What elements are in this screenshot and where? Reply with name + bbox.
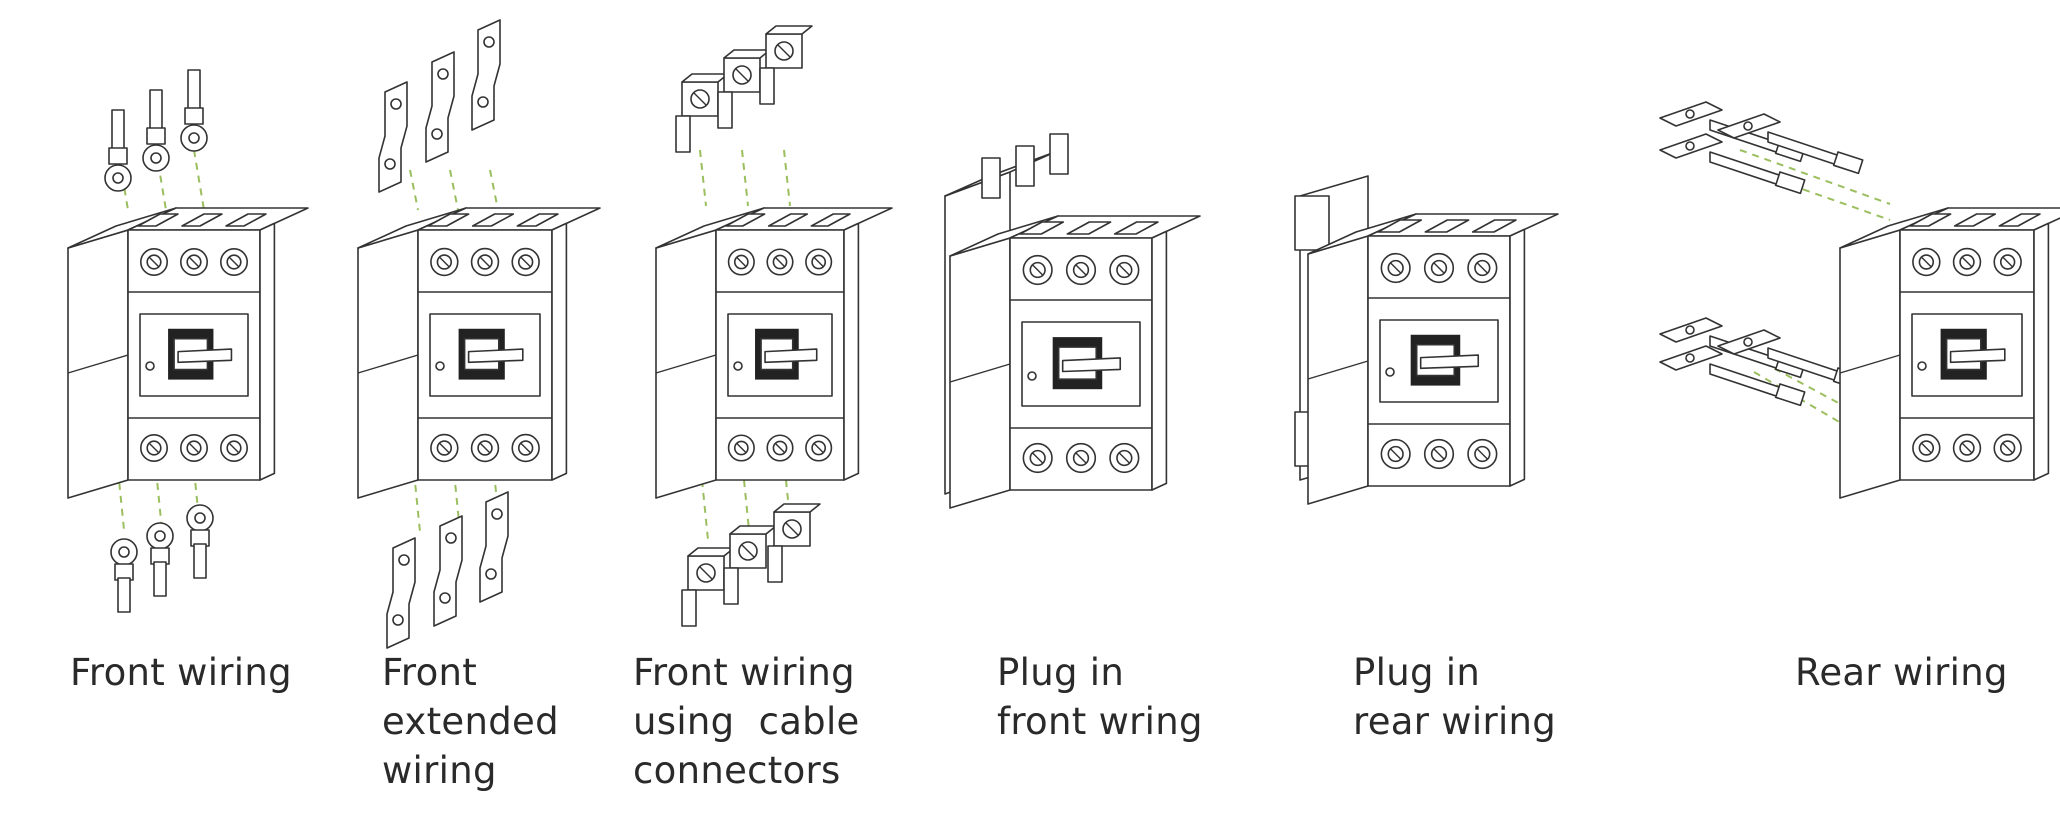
extension-bar [433, 515, 463, 627]
ring-lug [186, 504, 214, 579]
dashed-guide-line [155, 469, 163, 531]
cable-connector [723, 525, 777, 605]
ring-lug [180, 69, 208, 152]
breaker [1307, 213, 1559, 505]
caption-line: Plug in [1353, 651, 1481, 694]
caption-line: connectors [633, 749, 841, 792]
panel-front-wiring [104, 69, 214, 613]
toggle-handle [764, 348, 818, 364]
ring-lug [104, 109, 132, 192]
dashed-guide-line [117, 469, 125, 531]
caption-front-wiring-cable-connectors: Front wiring using cable connectors [633, 648, 860, 795]
breaker [357, 207, 601, 499]
dashed-guide-line [783, 149, 791, 207]
toggle-handle [467, 348, 524, 364]
caption-front-extended-wiring: Front extended wiring [382, 648, 559, 795]
dashed-guide-line [155, 149, 167, 211]
caption-plug-in-rear-wiring: Plug in rear wiring [1353, 648, 1556, 746]
dashed-guide-line [699, 149, 707, 207]
ring-lug [110, 538, 138, 613]
breaker [67, 207, 309, 499]
extension-bar [479, 491, 509, 603]
ring-lug [142, 89, 170, 172]
rear-stud [1717, 113, 1864, 175]
plug-terminal [1015, 145, 1035, 187]
plug-terminal [981, 157, 1001, 199]
rear-plug-block [1294, 195, 1330, 251]
dashed-guide-line [1753, 371, 1871, 441]
cable-connector [681, 547, 735, 627]
panel-front-extended-wiring [378, 19, 509, 649]
panel-front-wiring-cable-connectors [675, 25, 821, 627]
caption-line: Plug in [997, 651, 1125, 694]
caption-line: front wring [997, 700, 1203, 743]
dashed-guide-line [1753, 171, 1891, 221]
rear-stud [1659, 345, 1806, 407]
breaker [655, 207, 893, 499]
extension-bar [471, 19, 501, 131]
toggle-handle [177, 348, 233, 364]
caption-line: Front wiring [70, 651, 292, 694]
dashed-guide-line [453, 471, 461, 533]
toggle-handle [1419, 354, 1480, 370]
extension-bar [386, 537, 416, 649]
toggle-handle [1061, 357, 1122, 373]
breaker [1839, 207, 2060, 499]
dashed-guide-line [743, 479, 751, 541]
dashed-guide-line [449, 169, 459, 211]
dashed-guide-line [193, 149, 205, 211]
extension-bar [378, 81, 408, 193]
caption-line: rear wiring [1353, 700, 1557, 743]
panel-rear-wiring [1659, 101, 1891, 441]
caption-line: wiring [382, 749, 497, 792]
dashed-guide-line [1739, 149, 1891, 205]
plug-terminal [1049, 133, 1069, 175]
cable-connector [675, 73, 729, 153]
extension-bar [425, 51, 455, 163]
caption-line: using cable [633, 700, 860, 743]
caption-front-wiring: Front wiring [70, 648, 292, 697]
dashed-guide-line [413, 471, 421, 533]
rear-stud [1659, 133, 1806, 195]
caption-line: Front [382, 651, 478, 694]
toggle-handle [1949, 348, 2006, 364]
caption-line: extended [382, 700, 559, 743]
caption-line: Rear wiring [1795, 651, 2008, 694]
caption-rear-wiring: Rear wiring [1795, 648, 2008, 697]
cable-connector [767, 503, 821, 583]
caption-line: Front wiring [633, 651, 855, 694]
cable-connector [717, 49, 771, 129]
cable-connector [759, 25, 813, 105]
breaker [949, 215, 1201, 509]
dashed-guide-line [193, 469, 201, 531]
dashed-guide-line [741, 149, 749, 207]
dashed-guide-line [701, 479, 709, 541]
caption-plug-in-front-wiring: Plug in front wring [997, 648, 1203, 746]
dashed-guide-line [489, 169, 499, 211]
ring-lug [146, 522, 174, 597]
dashed-guide-line [409, 169, 419, 211]
